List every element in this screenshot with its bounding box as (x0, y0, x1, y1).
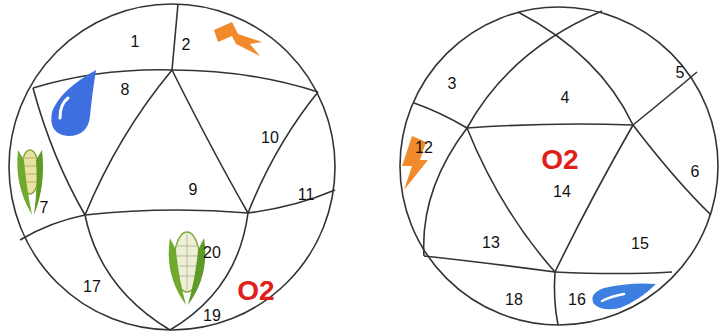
region-number: 15 (631, 236, 649, 252)
region-number: 1 (131, 34, 140, 50)
region-number: 12 (415, 140, 433, 156)
region-number: 17 (83, 279, 101, 295)
region-number: 3 (448, 76, 457, 92)
oxygen-label: O2 (541, 146, 578, 174)
region-number: 13 (482, 235, 500, 251)
region-number: 2 (182, 37, 191, 53)
region-number: 11 (298, 187, 315, 203)
region-number: 16 (568, 292, 586, 308)
region-number: 7 (40, 200, 49, 216)
region-number: 9 (189, 182, 198, 198)
region-number: 8 (121, 82, 130, 98)
oxygen-label: O2 (237, 277, 274, 305)
region-number: 19 (203, 308, 221, 324)
region-number: 5 (676, 65, 685, 81)
region-number: 18 (505, 292, 523, 308)
region-number: 6 (691, 164, 700, 180)
region-number: 20 (203, 245, 221, 261)
region-number: 4 (561, 90, 570, 106)
region-number: 10 (261, 130, 279, 146)
region-number: 14 (553, 184, 571, 200)
